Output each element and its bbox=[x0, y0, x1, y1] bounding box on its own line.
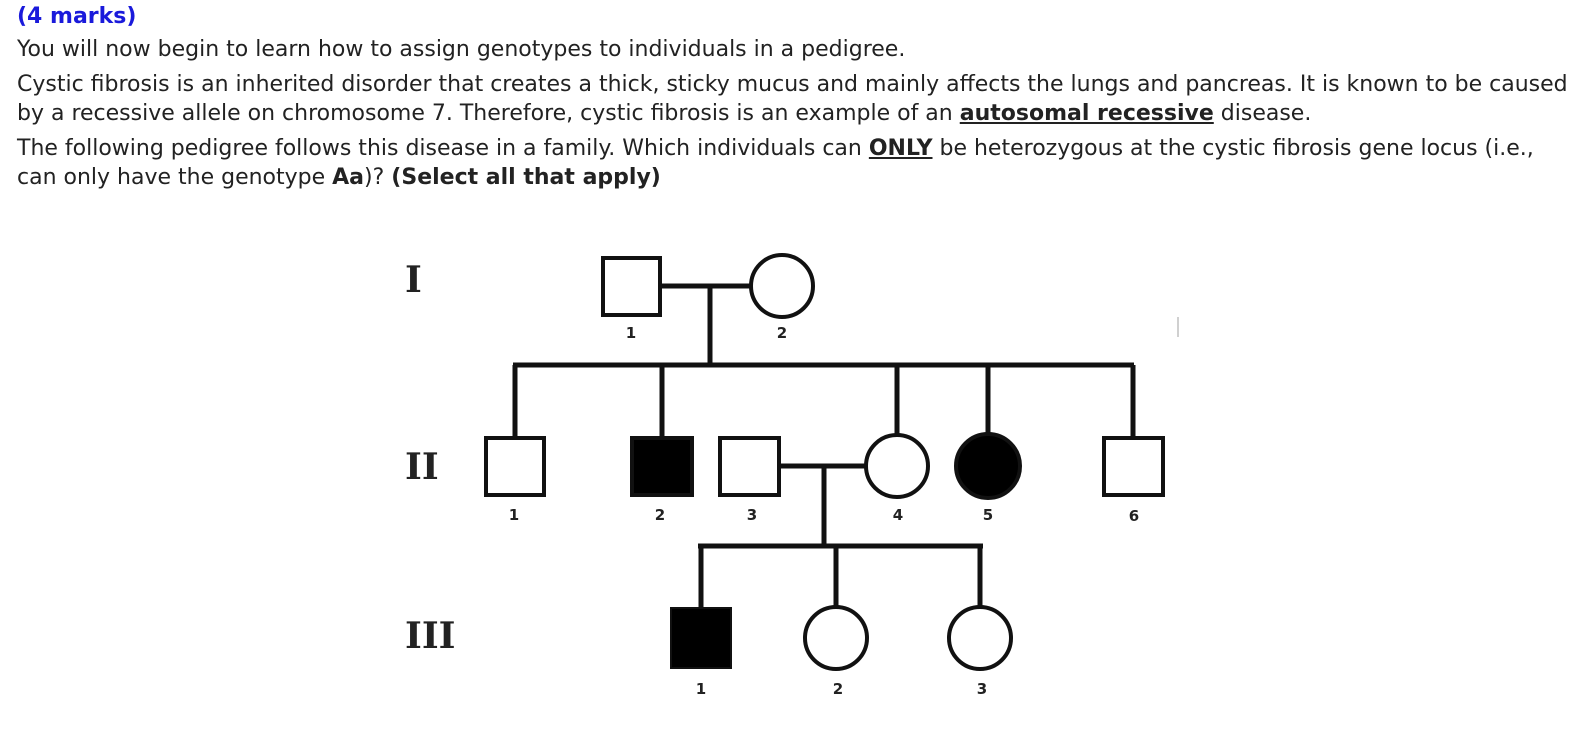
generation-label-I: I bbox=[405, 259, 422, 301]
id-label-II-1: 1 bbox=[509, 506, 519, 524]
disease-text-end: disease. bbox=[1213, 101, 1312, 126]
id-label-II-2: 2 bbox=[655, 506, 665, 524]
female-affected-II-5[interactable] bbox=[954, 432, 1022, 500]
id-label-II-6: 6 bbox=[1129, 507, 1139, 525]
male-affected-II-2[interactable] bbox=[630, 436, 694, 497]
id-label-II-4: 4 bbox=[893, 506, 903, 524]
id-label-I-1: 1 bbox=[626, 324, 636, 342]
id-label-III-2: 2 bbox=[833, 680, 843, 698]
id-label-III-1: 1 bbox=[696, 680, 706, 698]
generation-label-II: II bbox=[405, 446, 439, 488]
male-unaffected-II-1[interactable] bbox=[484, 436, 546, 497]
female-unaffected-I-2[interactable] bbox=[749, 253, 815, 319]
female-unaffected-III-3[interactable] bbox=[947, 605, 1013, 671]
female-unaffected-III-2[interactable] bbox=[803, 605, 869, 671]
male-unaffected-I-1[interactable] bbox=[601, 256, 662, 317]
male-affected-III-1[interactable] bbox=[670, 607, 732, 669]
pedigree-lines bbox=[512, 283, 1136, 610]
select-all-instruction: (Select all that apply) bbox=[391, 165, 661, 190]
male-unaffected-II-3[interactable] bbox=[718, 436, 781, 497]
id-label-II-5: 5 bbox=[983, 506, 993, 524]
only-emphasis: ONLY bbox=[868, 136, 933, 161]
question-paragraph: The following pedigree follows this dise… bbox=[17, 134, 1572, 192]
question-text-mid: be heterozygous at the cystic fibrosis g… bbox=[17, 136, 1534, 190]
marks-label: (4 marks) bbox=[17, 4, 137, 29]
question-text: (4 marks) You will now begin to learn ho… bbox=[17, 0, 1572, 198]
id-label-III-3: 3 bbox=[977, 680, 987, 698]
female-unaffected-II-4[interactable] bbox=[864, 433, 930, 499]
disease-paragraph: Cystic fibrosis is an inherited disorder… bbox=[17, 70, 1572, 128]
disease-text: Cystic fibrosis is an inherited disorder… bbox=[17, 72, 1568, 126]
genotype-aa: Aa bbox=[332, 165, 365, 190]
autosomal-recessive-term: autosomal recessive bbox=[959, 101, 1214, 126]
question-text-start: The following pedigree follows this dise… bbox=[17, 136, 869, 161]
male-unaffected-II-6[interactable] bbox=[1102, 436, 1165, 497]
generation-label-III: III bbox=[405, 615, 456, 657]
id-label-I-2: 2 bbox=[777, 324, 787, 342]
question-text-end: )? bbox=[364, 165, 392, 190]
intro-paragraph: You will now begin to learn how to assig… bbox=[17, 37, 906, 62]
id-label-II-3: 3 bbox=[747, 506, 757, 524]
